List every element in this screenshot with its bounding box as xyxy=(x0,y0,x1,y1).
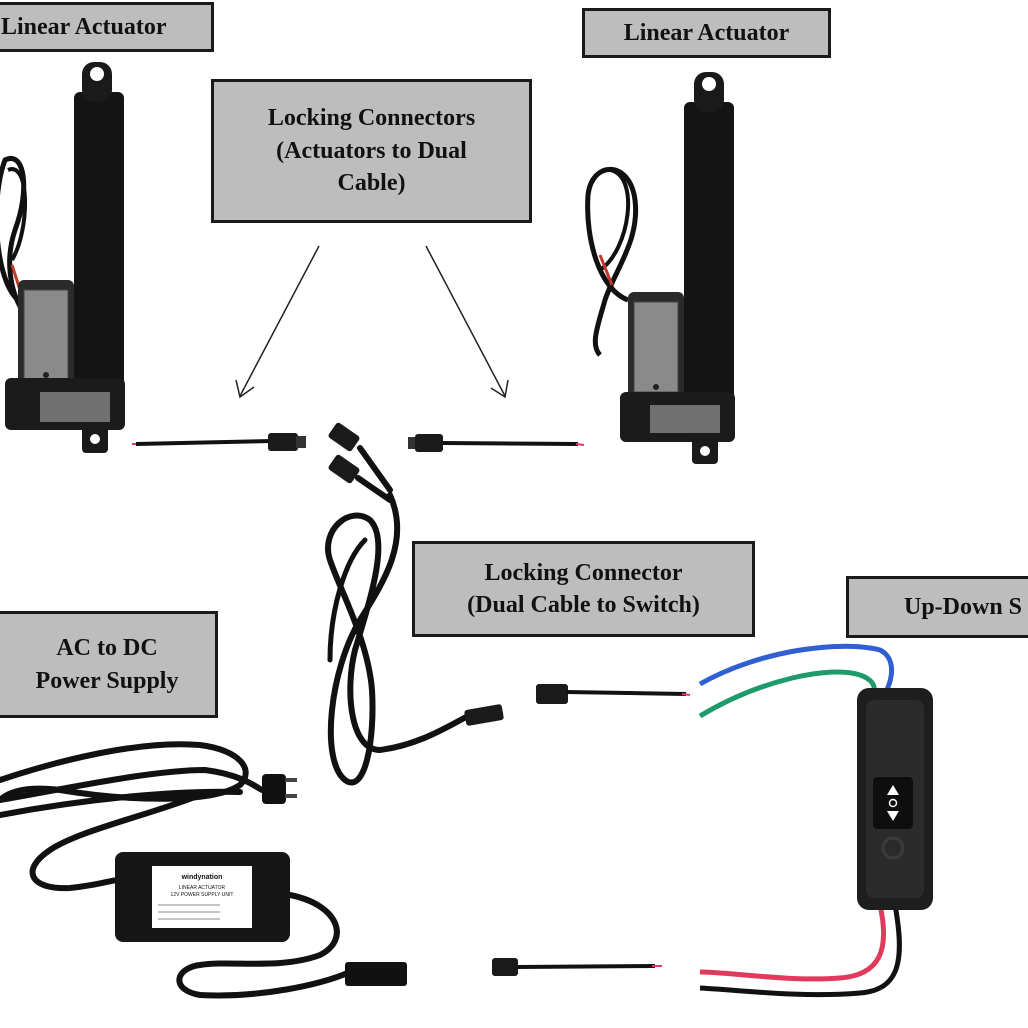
actuator-connector-left xyxy=(132,433,306,451)
power-supply-product: LINEAR ACTUATOR xyxy=(179,885,226,891)
label-linear-actuator-left: Linear Actuator xyxy=(0,2,214,52)
label-power-supply: AC to DC Power Supply xyxy=(0,611,218,718)
label-locking-connectors-actuators: Locking Connectors (Actuators to Dual Ca… xyxy=(211,79,532,223)
arrow-up-icon xyxy=(887,785,899,795)
power-supply-unit: 12V POWER SUPPLY UNIT xyxy=(171,892,234,898)
linear-actuator-right xyxy=(585,72,735,464)
power-supply-brand: windynation xyxy=(181,874,223,881)
switch-connector-pigtail xyxy=(536,684,691,704)
label-up-down-switch: Up-Down S xyxy=(846,576,1028,638)
arrow-down-icon xyxy=(887,811,899,821)
actuator-tube-right xyxy=(684,102,734,407)
power-supply: windynation LINEAR ACTUATOR 12V POWER SU… xyxy=(0,741,407,999)
dual-cable xyxy=(325,422,504,786)
power-connector-pigtail xyxy=(492,958,662,976)
up-down-switch xyxy=(698,643,933,998)
pointer-arrows xyxy=(235,245,509,399)
center-off-icon xyxy=(888,798,898,808)
linear-actuator-left xyxy=(0,62,125,453)
actuator-tube-left xyxy=(74,92,124,392)
label-locking-connector-switch: Locking Connector (Dual Cable to Switch) xyxy=(412,541,755,637)
actuator-connector-right xyxy=(408,434,585,452)
label-linear-actuator-right: Linear Actuator xyxy=(582,8,831,58)
